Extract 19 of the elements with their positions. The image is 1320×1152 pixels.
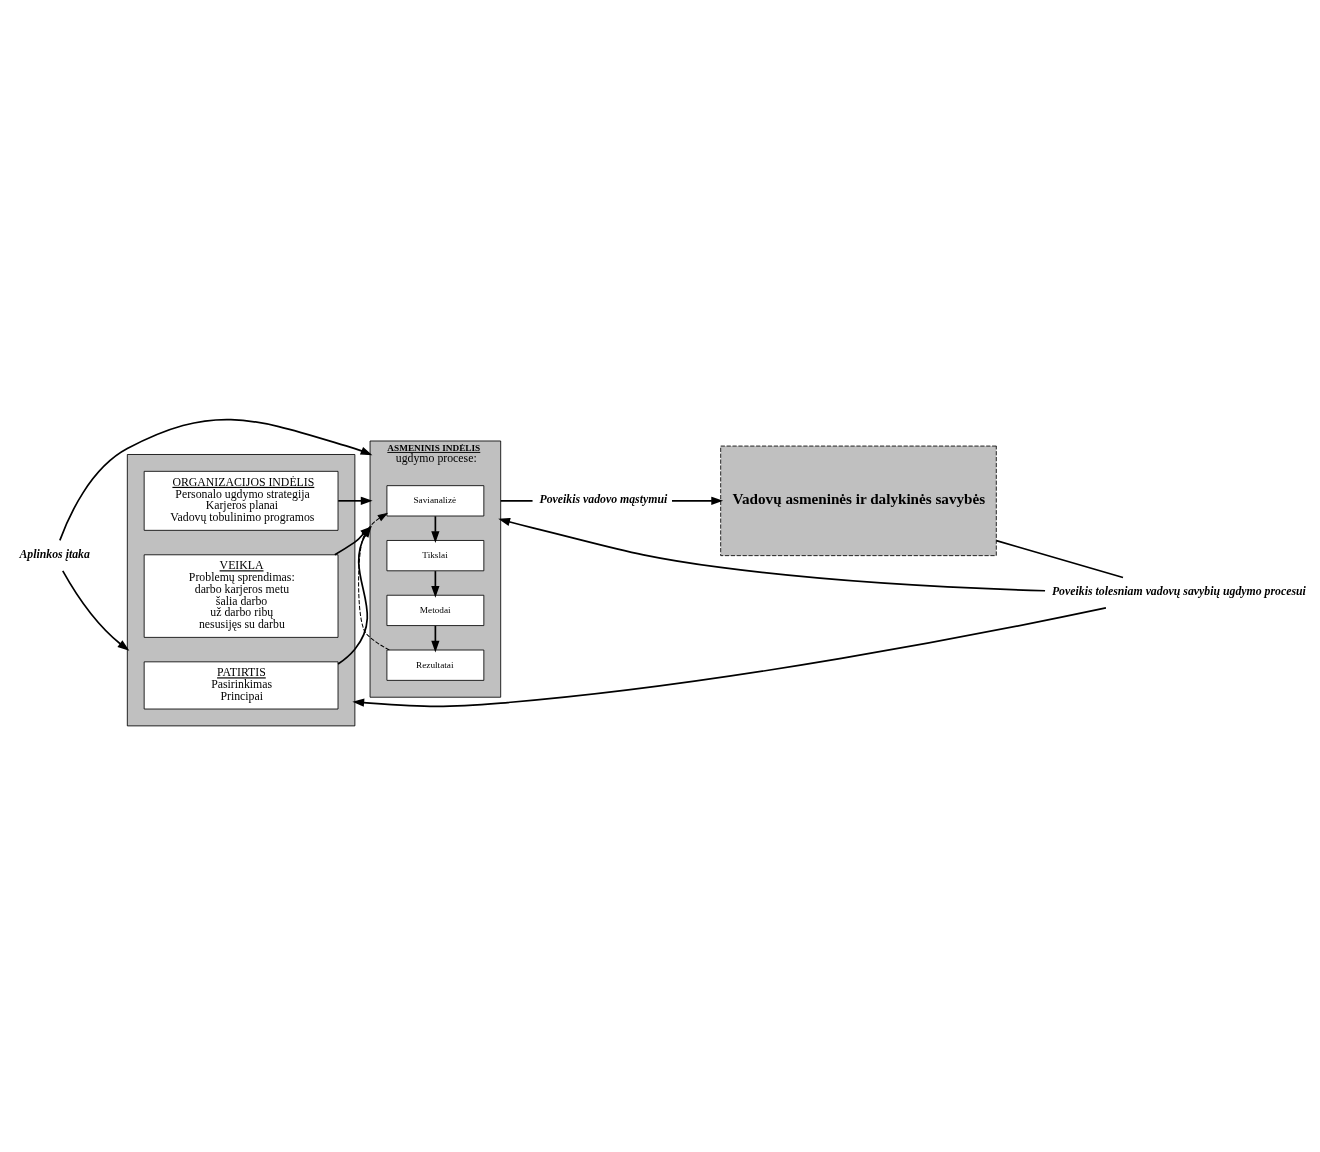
arrow [352, 607, 1107, 708]
arrow [61, 570, 130, 651]
node-box: Vadovų asmeninės ir dalykinės savybės [720, 445, 997, 557]
node-box: Tikslai [386, 540, 485, 572]
arrow [498, 517, 1046, 592]
node-box: Metodai [386, 594, 485, 626]
connector [995, 539, 1124, 579]
node-box: VEIKLA Problemų sprendimas: darbo karjeros metu šalia darbo už darbo ribų nesusijęs su darbu [143, 554, 339, 638]
node-text: Poveikis tolesniam vadovų savybių ugdymo procesui [1051, 583, 1306, 598]
node-box: Savianalizė [386, 485, 485, 517]
node-box: Rezultatai [386, 649, 485, 681]
node-text: Poveikis vadovo mąstymui [539, 492, 668, 507]
node-box: ORGANIZACIJOS INDĖLIS Personalo ugdymo strategija Karjeros planai Vadovų tobulinimo programos [143, 470, 339, 531]
arrow [337, 496, 373, 505]
node-text: Aplinkos įtaka [19, 546, 90, 561]
cluster [126, 454, 356, 727]
node-box: PATIRTIS Pasirinkimas Principai [143, 661, 339, 710]
arrow [671, 496, 724, 505]
connector [499, 500, 534, 502]
